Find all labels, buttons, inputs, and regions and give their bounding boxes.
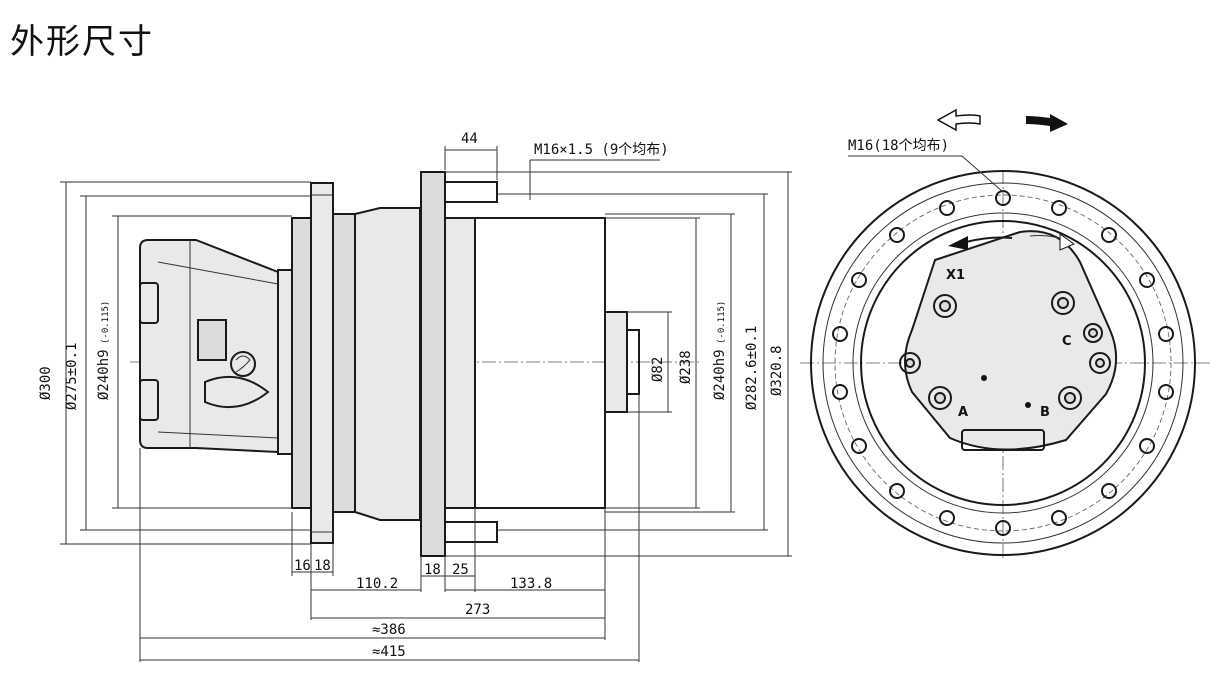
port-c-label: C: [1062, 334, 1072, 349]
bearing-ring: [332, 213, 356, 513]
wheel-stud-bottom: [444, 521, 498, 543]
end-view: X1 A B C M16(18个均布): [800, 108, 1210, 560]
end-cap: [604, 311, 628, 413]
dia-238: Ø238: [678, 350, 694, 384]
dim-110-2: 110.2: [356, 576, 398, 592]
dia-82: Ø82: [650, 357, 666, 382]
hub-face: [860, 220, 1146, 506]
end-boss: [626, 329, 640, 395]
dim-273: 273: [465, 602, 490, 618]
port-b-label: B: [1040, 405, 1050, 420]
thread-note-m16: M16(18个均布): [848, 138, 949, 154]
mounting-screws: [899, 291, 1111, 410]
bolt-holes: [832, 190, 1174, 536]
wheel-flange: [420, 171, 446, 557]
thread-note-m16x1.5: M16×1.5 (9个均布): [534, 142, 669, 158]
dia-240-left: Ø240h9: [96, 349, 112, 400]
dia-240-left-tol: (-0.115): [101, 301, 111, 344]
rotation-arrow-top-left: [936, 108, 981, 132]
hydraulic-motor: [139, 239, 279, 454]
logo-icon: [230, 351, 256, 377]
mounting-flange-left: [310, 182, 334, 544]
port-x1-label: X1: [946, 268, 965, 283]
dim-133-8: 133.8: [510, 576, 552, 592]
outer-rim: [810, 170, 1196, 556]
motor-adapter: [277, 269, 293, 455]
hub-ring: [444, 217, 476, 509]
dim-415: ≈415: [372, 644, 406, 660]
gearbox-hub: [354, 207, 421, 521]
dim-18a: 18: [314, 558, 331, 574]
wheel-stud-top: [444, 181, 498, 203]
bolt-circle: [834, 194, 1172, 532]
dia-240-right-tol: (-0.115): [717, 301, 727, 344]
side-view: 44 M16×1.5 (9个均布) Ø300 Ø275±0.1 Ø240h9 (…: [38, 131, 792, 662]
rotation-arrow-inner-left: [965, 236, 1013, 243]
dim-18b: 18: [424, 562, 441, 578]
rotation-arrow-inner-right-head: [1059, 233, 1076, 251]
dia-240-right: Ø240h9: [712, 349, 728, 400]
dia-320: Ø320.8: [769, 345, 785, 396]
port-block: [961, 429, 1045, 451]
rotation-arrow-inner-left-head: [948, 236, 968, 250]
dim-44: 44: [461, 131, 478, 147]
dia-275: Ø275±0.1: [64, 343, 80, 410]
page-title: 外形尺寸: [10, 22, 154, 62]
port-a-label: A: [958, 405, 968, 420]
rotation-arrow-top-right: [1026, 114, 1068, 132]
dia-282: Ø282.6±0.1: [744, 326, 760, 410]
dim-16: 16: [294, 558, 311, 574]
dia-300: Ø300: [38, 366, 54, 400]
motor-end-plate: [904, 230, 1118, 451]
motor-flange: [291, 217, 313, 509]
dim-25: 25: [452, 562, 469, 578]
drum-housing: [474, 217, 606, 509]
dim-386: ≈386: [372, 622, 406, 638]
